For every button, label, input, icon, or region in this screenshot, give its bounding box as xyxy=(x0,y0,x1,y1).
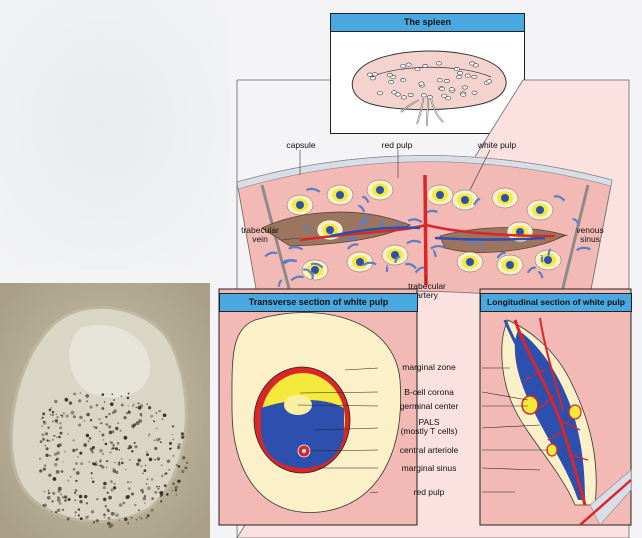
label-germinal-center: germinal center xyxy=(399,401,459,411)
background-faded-image xyxy=(0,0,230,270)
label-capsule: capsule xyxy=(286,140,316,150)
label-trabecular-vein: trabecular vein xyxy=(241,225,279,244)
label-pals: PALS xyxy=(418,417,440,427)
label-marginal-zone: marginal zone xyxy=(402,362,456,372)
longitudinal-panel-title: Longitudinal section of white pulp xyxy=(480,293,632,312)
label-red-pulp-top: red pulp xyxy=(381,140,413,150)
label-b-cell-corona: B-cell corona xyxy=(404,387,454,397)
label-venous-sinus: venous sinus xyxy=(576,225,604,244)
spleen-panel: The spleen xyxy=(330,13,525,134)
label-white-pulp-top: white pulp xyxy=(477,140,517,150)
label-trabecular-artery: trabecular artery xyxy=(408,281,446,300)
spleen-micrograph xyxy=(0,283,210,538)
label-marginal-sinus: marginal sinus xyxy=(401,463,457,473)
spleen-organ-drawing xyxy=(351,50,507,127)
label-pals-sub: (mostly T cells) xyxy=(400,426,458,436)
transverse-panel-title: Transverse section of white pulp xyxy=(219,293,418,312)
label-red-pulp-bottom: red pulp xyxy=(413,487,445,497)
spleen-panel-title: The spleen xyxy=(330,13,525,32)
label-central-arteriole: central arteriole xyxy=(399,445,459,455)
